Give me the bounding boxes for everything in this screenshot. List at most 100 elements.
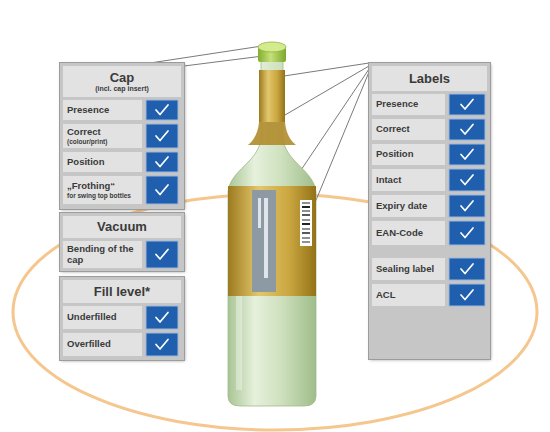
check-label: Position [67,157,140,168]
label-print [258,198,268,278]
barcode-bar [302,206,310,208]
check-item: Position [372,144,445,165]
check-box [449,221,485,245]
barcode-bar [302,223,310,225]
body-label [228,186,316,296]
check-tick [156,340,168,350]
check-label: ACL [376,290,443,301]
barcode-bars [302,203,310,242]
check-item: Intact [372,169,445,191]
cap-top [258,42,286,52]
check-tick [461,125,473,135]
check-item: Presence [372,94,445,115]
check-item: „Frothing“for swing top bottles [63,176,142,204]
inspection-panel: Cap(incl. cap insert) PresenceCorrect(col… [60,63,184,209]
check-tick [156,105,168,115]
check-note: for swing top bottles [67,192,140,200]
check-label: Position [376,149,443,160]
barcode-bar [302,242,310,243]
panel-heading: Cap [110,71,135,85]
bottle-body [228,60,316,406]
check-tick [461,290,473,300]
check-item: Correct(colour/print) [63,124,142,148]
check-box [449,144,485,165]
check-box [146,100,178,120]
neck-label [259,70,285,122]
panel-header: Fill level* [63,280,181,303]
label-print-mark [264,198,268,278]
check-tick [461,201,473,211]
label-print-mark [258,198,261,228]
check-tick [461,150,473,160]
check-box [146,176,178,204]
barcode-bar [302,238,310,239]
inspection-panel: Fill level* UnderfilledOverfilled [60,277,184,360]
check-item: Position [63,152,142,172]
check-box [449,195,485,217]
barcode-bar [302,220,310,221]
check-box [449,258,485,280]
check-label: Presence [67,105,140,116]
check-tick [461,175,473,185]
check-label: EAN-Code [376,228,443,239]
leader-line [184,56,263,66]
check-item: Correct [372,119,445,140]
check-box [449,94,485,115]
check-box [449,284,485,306]
inspection-panel: VacuumBending of the cap [60,213,184,271]
check-item: Expiry date [372,195,445,217]
inspection-panel: LabelsPresenceCorrectPositionIntactExpir… [369,63,490,359]
check-box [146,124,178,148]
barcode-bar [302,214,310,216]
check-item: ACL [372,284,445,306]
panel-header: Labels [372,66,487,91]
check-label: Correct [376,124,443,135]
check-item: Bending of the cap [63,241,142,268]
check-box [146,152,178,172]
barcode-bar [302,211,310,212]
check-box [449,119,485,140]
check-note: (colour/print) [67,138,140,146]
check-tick [156,250,168,260]
check-item: EAN-Code [372,221,445,245]
check-item: Overfilled [63,333,142,356]
check-tick [156,313,168,323]
barcode-bar [302,229,310,230]
check-label: Bending of the cap [67,244,140,265]
check-tick [461,100,473,110]
check-label: Overfilled [67,339,140,350]
check-box [146,306,178,329]
panel-subheading: (incl. cap insert) [95,85,149,93]
check-label: Correct [67,127,140,138]
check-label: „Frothing“ [67,181,140,192]
check-item: Presence [63,100,142,120]
check-label: Intact [376,175,443,186]
check-tick [461,264,473,274]
check-tick [156,131,168,141]
barcode-bar [302,232,310,234]
check-box [146,241,178,268]
barcode [300,200,312,246]
panel-header: Cap(incl. cap insert) [63,66,181,97]
check-label: Presence [376,99,443,110]
check-box [146,333,178,356]
leader-line [285,66,369,115]
check-label: Underfilled [67,312,140,323]
check-tick [461,228,473,238]
neck-foil [248,122,296,145]
check-tick [156,185,168,195]
panel-heading: Fill level* [94,285,150,299]
leader-line [284,63,369,76]
check-item: Underfilled [63,306,142,329]
label-band [252,190,276,292]
barcode-bar [302,203,310,204]
check-box [449,169,485,191]
check-item: Sealing label [372,258,445,280]
panel-heading: Labels [409,72,450,86]
check-label: Expiry date [376,201,443,212]
panel-header: Vacuum [63,216,181,238]
check-label: Sealing label [376,264,443,275]
leader-line [150,46,262,63]
panel-heading: Vacuum [97,220,147,234]
check-tick [156,157,168,167]
